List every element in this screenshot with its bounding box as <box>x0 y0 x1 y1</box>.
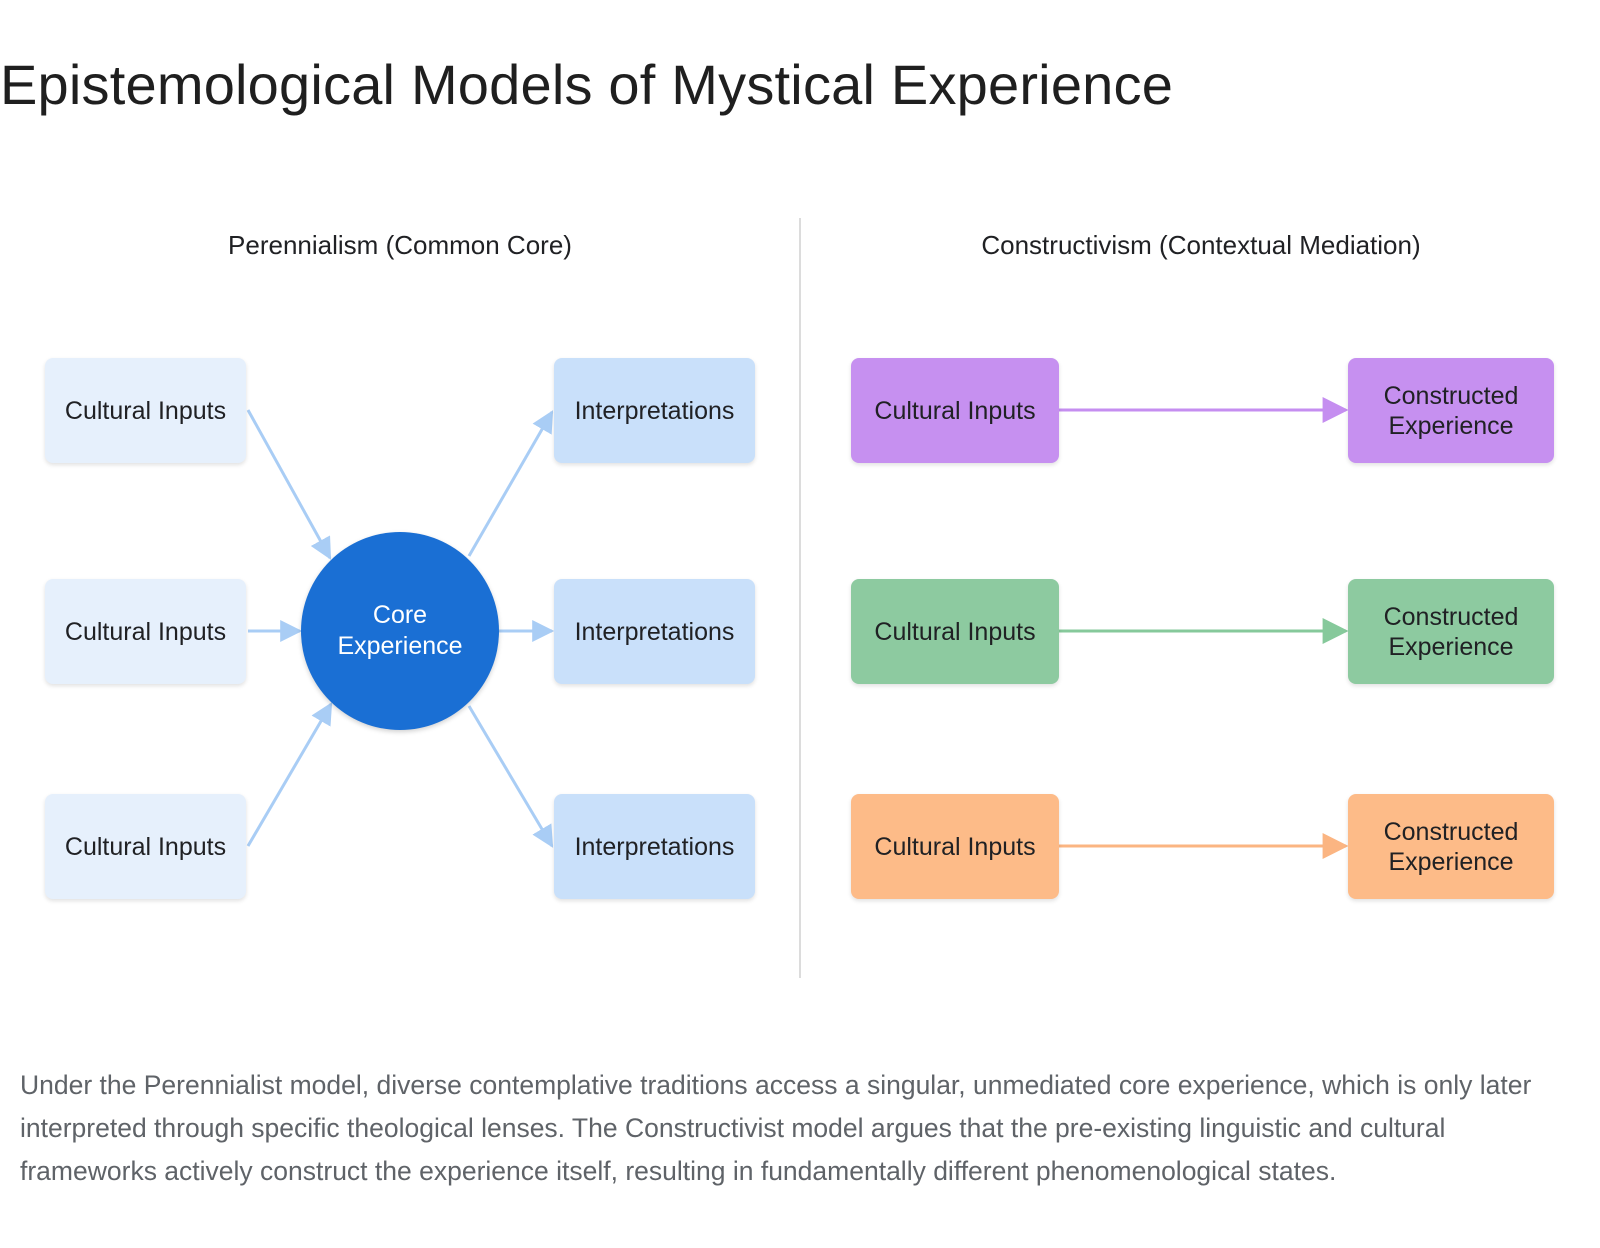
box-label: Constructed Experience <box>1383 817 1519 876</box>
interpretations-box-2: Interpretations <box>554 579 755 684</box>
page-title: Epistemological Models of Mystical Exper… <box>0 53 1174 116</box>
constructed-experience-green: Constructed Experience <box>1348 579 1554 684</box>
constructivist-cultural-inputs-orange: Cultural Inputs <box>851 794 1059 899</box>
core-label: Core Experience <box>337 601 463 660</box>
figure-caption: Under the Perennialist model, diverse co… <box>20 1070 1532 1186</box>
panel-divider <box>799 218 801 978</box>
box-label: Cultural Inputs <box>64 832 227 861</box>
constructivism-heading: Constructivism (Contextual Mediation) <box>981 230 1421 260</box>
box-label: Interpretations <box>574 396 735 425</box>
box-label: Cultural Inputs <box>64 396 227 425</box>
constructed-experience-purple: Constructed Experience <box>1348 358 1554 463</box>
box-label: Constructed Experience <box>1383 602 1519 661</box>
perennialism-heading: Perennialism (Common Core) <box>228 230 572 260</box>
perennial-cultural-inputs-3: Cultural Inputs <box>45 794 246 899</box>
box-label: Interpretations <box>574 617 735 646</box>
constructivist-cultural-inputs-green: Cultural Inputs <box>851 579 1059 684</box>
arrow-core-to-interpretation-3 <box>467 705 554 848</box>
box-label: Cultural Inputs <box>64 617 227 646</box>
box-label: Interpretations <box>574 832 735 861</box>
core-experience-node: Core Experience <box>301 532 499 730</box>
constructivist-cultural-inputs-purple: Cultural Inputs <box>851 358 1059 463</box>
interpretations-box-1: Interpretations <box>554 358 755 463</box>
constructed-experience-orange: Constructed Experience <box>1348 794 1554 899</box>
arrow-input-1-to-core <box>246 409 332 560</box>
perennial-cultural-inputs-2: Cultural Inputs <box>45 579 246 684</box>
box-label: Cultural Inputs <box>874 832 1036 861</box>
interpretations-box-3: Interpretations <box>554 794 755 899</box>
arrow-core-to-interpretation-1 <box>467 410 554 557</box>
box-label: Constructed Experience <box>1383 381 1519 440</box>
box-label: Cultural Inputs <box>874 396 1036 425</box>
arrow-input-3-to-core <box>246 702 333 847</box>
perennial-cultural-inputs-1: Cultural Inputs <box>45 358 246 463</box>
box-label: Cultural Inputs <box>874 617 1036 646</box>
